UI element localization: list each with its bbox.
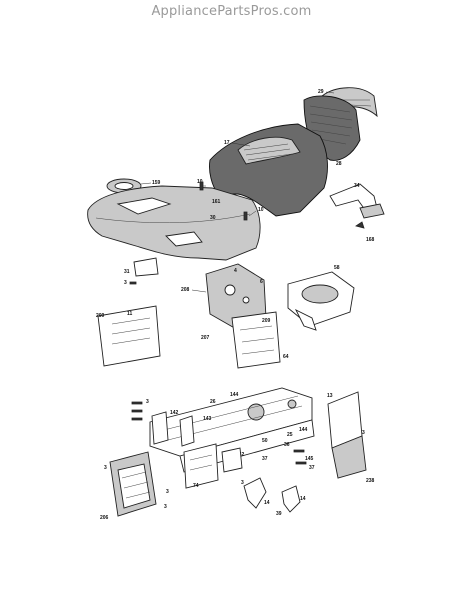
callout-206: 206 bbox=[100, 515, 109, 521]
callout-37: 37 bbox=[262, 456, 268, 462]
callout-145: 145 bbox=[305, 456, 314, 462]
side-bracket-part bbox=[97, 305, 161, 367]
seat-bracket-part bbox=[133, 257, 159, 277]
callout-39: 39 bbox=[276, 511, 282, 517]
callout-64: 64 bbox=[283, 354, 289, 360]
callout-25: 25 bbox=[287, 432, 293, 438]
callout-159: 159 bbox=[152, 180, 161, 186]
callout-168: 168 bbox=[366, 237, 375, 243]
site-title: AppliancePartsPros.com bbox=[151, 4, 312, 19]
callout-143: 143 bbox=[203, 416, 212, 422]
callout-36: 36 bbox=[284, 442, 290, 448]
callout-238: 238 bbox=[366, 478, 375, 484]
callout-11: 11 bbox=[127, 311, 133, 317]
lower-left-panel-part bbox=[109, 451, 157, 517]
callout-3a: 3 bbox=[124, 280, 127, 286]
callout-3c: 3 bbox=[362, 430, 365, 436]
callout-161: 161 bbox=[212, 199, 221, 205]
callout-14b: 14 bbox=[300, 496, 306, 502]
callout-3d: 3 bbox=[146, 399, 149, 405]
callout-58: 58 bbox=[334, 265, 340, 271]
hood-part bbox=[209, 123, 328, 217]
hood-bracket-part bbox=[329, 183, 385, 219]
callout-3h: 3 bbox=[164, 504, 167, 510]
callout-144a: 144 bbox=[230, 392, 239, 398]
callout-30: 30 bbox=[210, 215, 216, 221]
clip-parts bbox=[243, 477, 301, 513]
bolt-cluster bbox=[131, 401, 195, 447]
callout-28: 28 bbox=[336, 161, 342, 167]
lower-bracket-part bbox=[183, 443, 243, 489]
right-side-panel-part bbox=[327, 391, 367, 479]
fender-part bbox=[87, 185, 261, 261]
callout-3e: 3 bbox=[166, 489, 169, 495]
callout-208: 208 bbox=[181, 287, 190, 293]
callout-6: 6 bbox=[260, 279, 263, 285]
callout-31: 31 bbox=[124, 269, 130, 275]
callout-209b: 209 bbox=[96, 313, 105, 319]
dash-panel-part bbox=[205, 263, 281, 369]
callout-34: 34 bbox=[354, 183, 360, 189]
callout-17: 17 bbox=[224, 140, 230, 146]
callout-13: 13 bbox=[327, 393, 333, 399]
callout-26: 26 bbox=[210, 399, 216, 405]
callout-10b: 10 bbox=[258, 207, 264, 213]
callout-207: 207 bbox=[201, 335, 210, 341]
callout-50: 50 bbox=[262, 438, 268, 444]
battery-tray-part bbox=[287, 271, 355, 331]
callout-142a: 142 bbox=[170, 410, 179, 416]
callout-209: 209 bbox=[262, 318, 271, 324]
callout-3g: 3 bbox=[241, 480, 244, 486]
callout-74: 74 bbox=[193, 483, 199, 489]
callout-37b: 37 bbox=[309, 465, 315, 471]
callout-4: 4 bbox=[234, 268, 237, 274]
callout-3f: 3 bbox=[104, 465, 107, 471]
callout-14a: 14 bbox=[264, 500, 270, 506]
callout-29: 29 bbox=[318, 89, 324, 95]
callout-144b: 144 bbox=[299, 427, 308, 433]
